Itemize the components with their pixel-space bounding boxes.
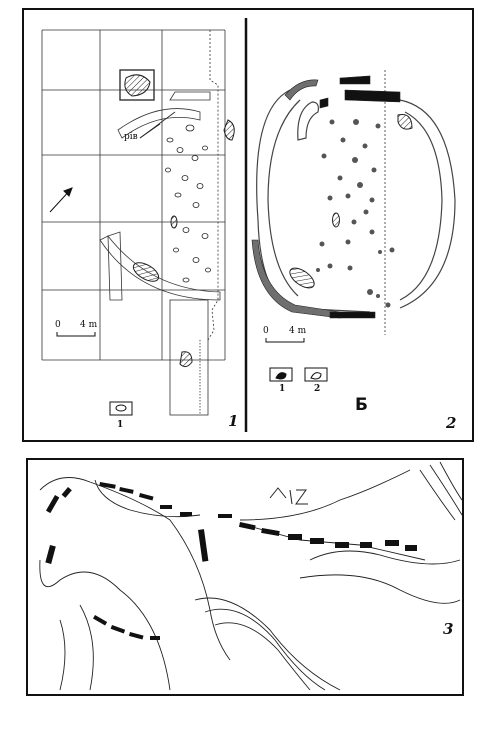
wall-segment [329,311,376,319]
enclosure-inner-left [267,99,301,297]
rampart-line [94,479,201,518]
wall-segment [319,97,329,109]
panel2-enclosure [256,70,456,335]
panel2-legend-box-1 [269,367,293,382]
panel2-dark-segments [251,75,401,319]
posthole [196,183,204,189]
panel1-scale-zero: 0 [55,320,61,330]
ridge-contour [39,477,231,661]
ditch-label: рів [124,132,138,142]
enclosure-inner-right [399,111,443,301]
panel3-number: 3 [443,620,454,638]
ditch-leaders [139,111,176,139]
posthole [185,124,195,132]
panel1-fills [124,74,235,368]
posthole [176,147,184,153]
wall-segment [284,79,319,101]
enclosure-outer-left [256,89,371,313]
posthole [205,267,211,273]
hatched-pit [289,267,315,289]
square-feature [119,69,155,101]
posthole [192,257,200,263]
panel2-scale-bar [265,338,305,343]
slope-contour [439,461,463,501]
trench-segment [169,91,211,101]
valley-contour [204,608,326,691]
hatched-pit-upper [124,74,151,97]
panel1-scale-length: 4 m [80,320,98,330]
posthole [174,192,182,198]
hatched-pit [397,114,413,130]
panel2-fills [289,114,413,289]
panel1-postholes [165,124,211,283]
panel1-number: 1 [228,412,239,430]
stream-line [79,604,94,691]
panel2-letter: Б [355,395,368,415]
posthole [191,155,199,161]
hatched-pit-edge [223,119,235,141]
top-figure-frame [22,8,474,442]
panel3-handwritten-mark [269,487,308,505]
valley-contour [194,597,341,691]
panel1-legend-box [109,401,133,416]
interior-arc [297,101,319,141]
panel1-plan [41,29,226,416]
posthole [202,145,208,151]
panel2-legend-label-2: 2 [314,384,321,394]
panel2-scale-zero: 0 [263,326,269,336]
panel3-rampart-blocks [45,482,417,640]
panel2-legend-label-1: 1 [279,384,286,394]
panel2-number: 2 [446,414,457,432]
hatched-pit-trench [179,351,193,368]
edge-contour [239,469,411,521]
curved-trench-lower [99,235,221,301]
posthole [192,202,200,208]
posthole [181,175,189,181]
plateau-contour [309,550,461,565]
posthole [182,227,190,233]
plateau-contour [299,574,461,604]
hatched-pit-small [170,215,178,229]
wall-segment [344,89,401,103]
posthole [165,167,171,173]
posthole [173,247,179,253]
panel2-legend-box-2 [304,367,328,382]
enclosure-outer-right [399,99,456,309]
curved-trench-upper [117,108,201,139]
trench-outline [169,299,209,416]
hatched-pit-lower [132,262,160,282]
posthole [201,233,209,239]
excavation-edge [207,30,219,341]
panel1-legend-number: 1 [117,420,124,430]
panel1-scale-bar [56,332,96,337]
bottom-figure-frame [26,458,464,696]
posthole [166,137,174,143]
posthole [182,277,190,283]
hatched-pit [332,212,340,228]
valley-contour [214,622,311,691]
wall-segment [339,75,371,85]
trench-segment [107,231,123,301]
panel2-postholes [316,119,395,308]
panel2-scale-length: 4 m [289,326,307,336]
slope-contour [429,464,463,516]
stream-line [59,619,66,691]
north-arrow-icon [49,187,73,213]
slope-contour [419,469,456,521]
